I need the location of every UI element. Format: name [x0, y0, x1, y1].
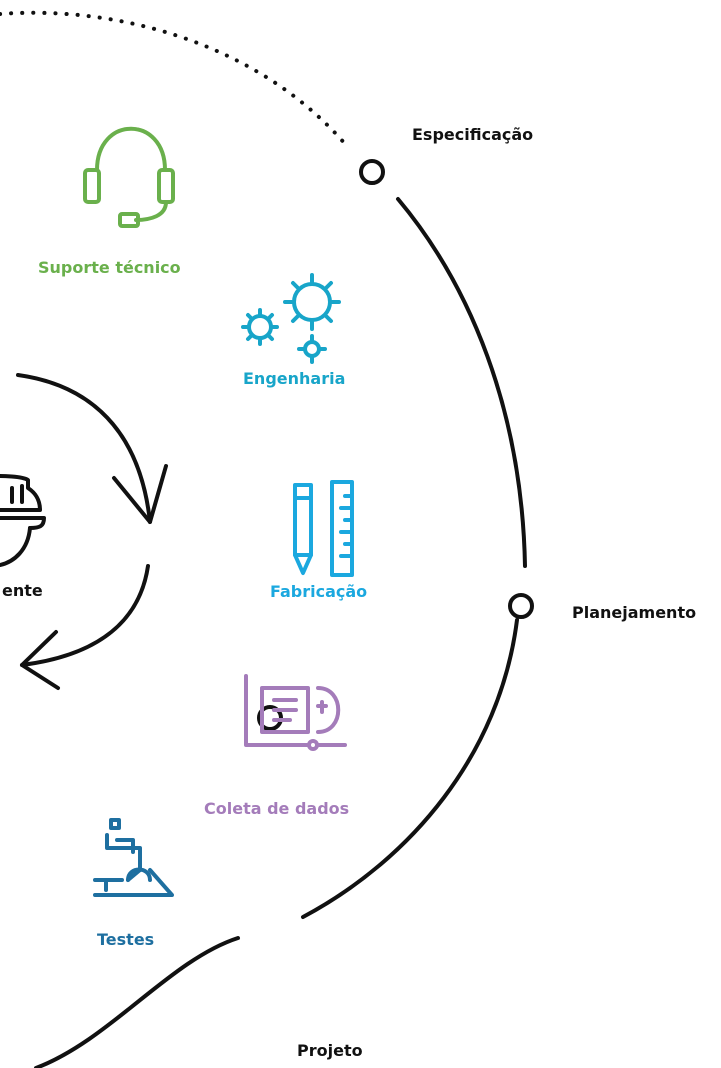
client-label: ente [2, 581, 43, 600]
stage-label-projeto: Projeto [297, 1041, 363, 1060]
pencil-ruler-icon [293, 480, 354, 577]
arrow-arc-top [16, 373, 152, 524]
hard-hat-icon [0, 474, 46, 567]
service-label-engenharia: Engenharia [243, 369, 345, 388]
stage-node-planejamento [508, 593, 534, 619]
gears-icon [241, 273, 341, 364]
arrow-head-bottom [20, 630, 60, 690]
service-label-coleta: Coleta de dados [204, 799, 349, 818]
stage-label-planejamento: Planejamento [572, 603, 696, 622]
cycle-arc-segment-3 [36, 740, 236, 1068]
stage-node-especificacao [359, 159, 385, 185]
service-label-fabricacao: Fabricação [270, 582, 367, 601]
microscope-icon [93, 818, 174, 897]
cycle-arc-segment-1 [396, 197, 527, 568]
cycle-arc-segment-2 [301, 618, 519, 919]
service-label-suporte: Suporte técnico [38, 258, 181, 277]
arrow-arc-bottom [20, 564, 150, 667]
stage-label-especificacao: Especificação [412, 125, 533, 144]
inner-cycle-arrows [16, 373, 168, 690]
document-chart-icon [244, 674, 347, 751]
service-label-testes: Testes [97, 930, 154, 949]
arrow-head-top [112, 464, 168, 524]
cycle-arc-segment-3b [34, 936, 240, 1068]
headset-icon [83, 126, 175, 228]
dotted-cycle-arc [0, 10, 348, 147]
